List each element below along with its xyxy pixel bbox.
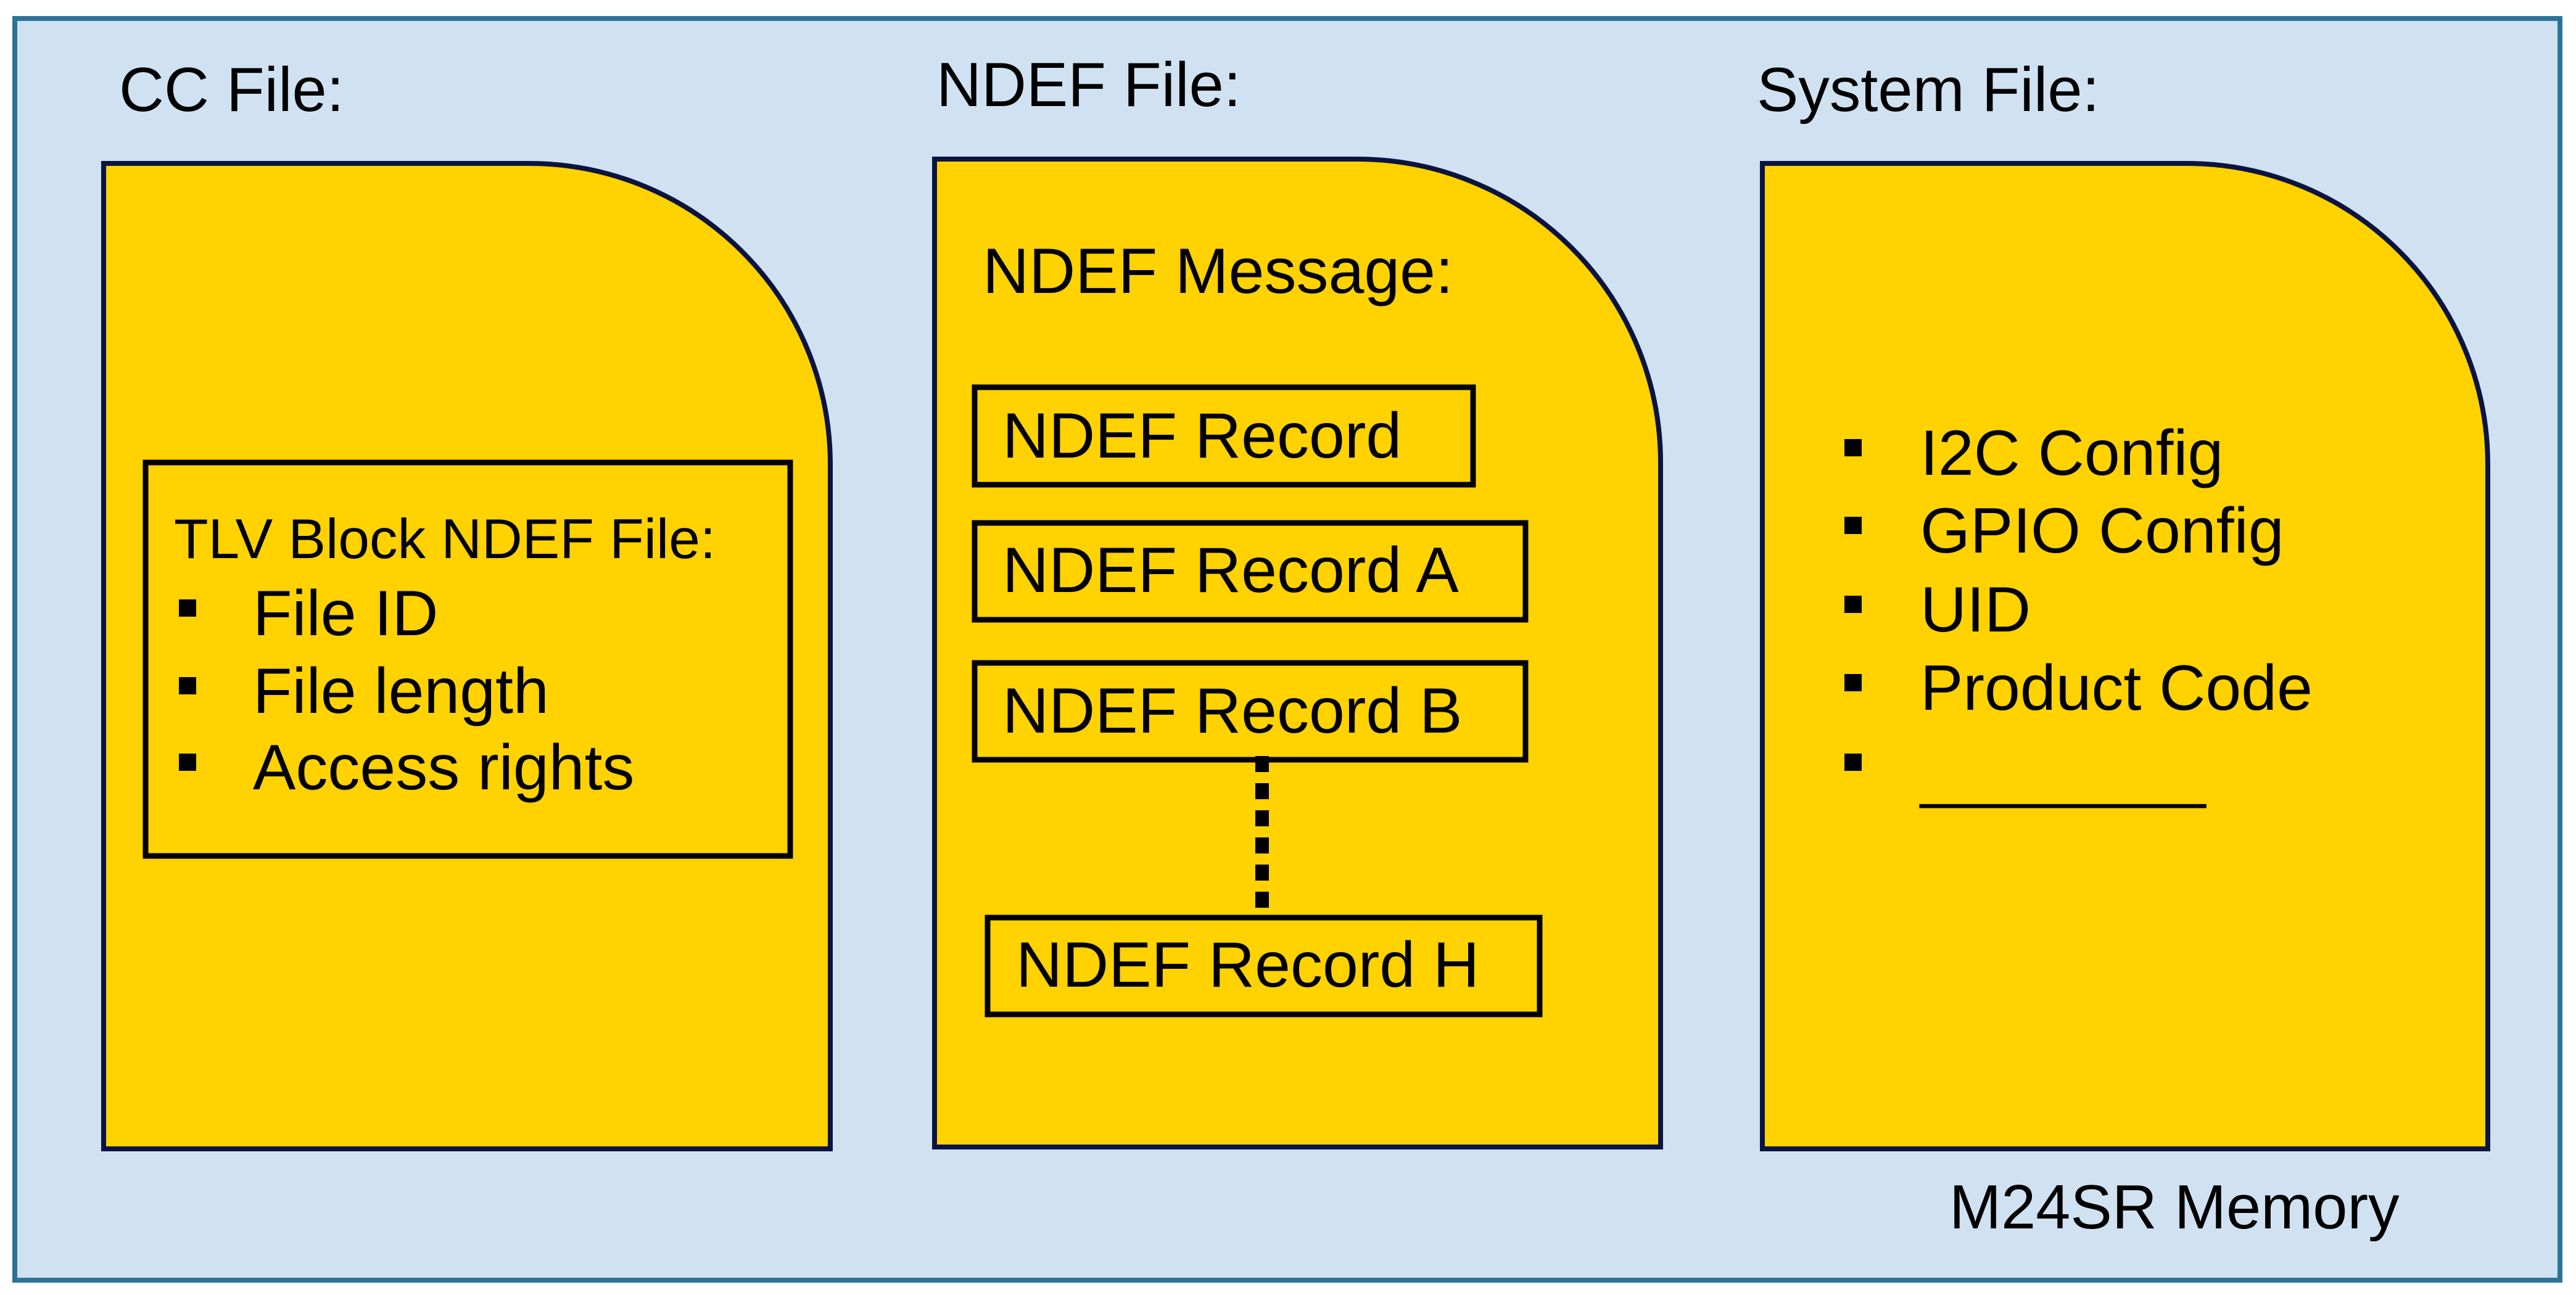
bullet-icon [179, 599, 196, 617]
tlv-block-title: TLV Block NDEF File: [174, 508, 716, 570]
system-file-title: System File: [1757, 56, 2100, 125]
bullet-icon [179, 754, 196, 771]
bullet-icon [179, 677, 196, 694]
system-file-shape [1760, 161, 2490, 1151]
ndef-record-a-label: NDEF Record A [1002, 535, 1459, 606]
system-file: System File: I2C Config GPIO Config UID … [1757, 56, 2490, 1151]
tlv-item-access-rights: Access rights [253, 732, 634, 804]
bullet-icon [1844, 674, 1862, 691]
ndef-record-a-box [972, 520, 1529, 623]
ndef-record-h-label: NDEF Record H [1016, 929, 1479, 1001]
system-item-blank-line: ________ [1919, 738, 2207, 810]
ndef-record-h-box [985, 915, 1543, 1018]
cc-file-shape [101, 161, 833, 1151]
ndef-file-title: NDEF File: [936, 51, 1241, 120]
ndef-message-label: NDEF Message: [983, 236, 1453, 307]
cc-file-title: CC File: [119, 56, 344, 125]
tlv-block: TLV Block NDEF File: File ID File length… [142, 459, 793, 859]
bullet-icon [1844, 754, 1862, 771]
cc-file: CC File: TLV Block NDEF File: File ID Fi… [101, 56, 833, 1151]
ndef-record-box [972, 384, 1476, 488]
ndef-record-b-box [972, 660, 1529, 763]
bullet-icon [1844, 439, 1862, 456]
system-item-i2c-config: I2C Config [1920, 417, 2223, 489]
tlv-item-file-id: File ID [253, 578, 438, 649]
system-item-gpio-config: GPIO Config [1920, 495, 2284, 567]
ndef-record-label: NDEF Record [1002, 400, 1402, 472]
ndef-file-shape [932, 157, 1663, 1149]
ndef-file: NDEF File: NDEF Message: NDEF Record NDE… [932, 51, 1663, 1149]
memory-label: M24SR Memory [1949, 1173, 2400, 1242]
bullet-icon [1844, 517, 1862, 534]
tlv-block-box [142, 459, 793, 859]
ndef-record-b-label: NDEF Record B [1002, 675, 1463, 747]
tlv-item-file-length: File length [253, 656, 549, 727]
bullet-icon [1844, 596, 1862, 613]
system-item-product-code: Product Code [1920, 652, 2313, 724]
system-item-uid: UID [1920, 574, 2031, 646]
